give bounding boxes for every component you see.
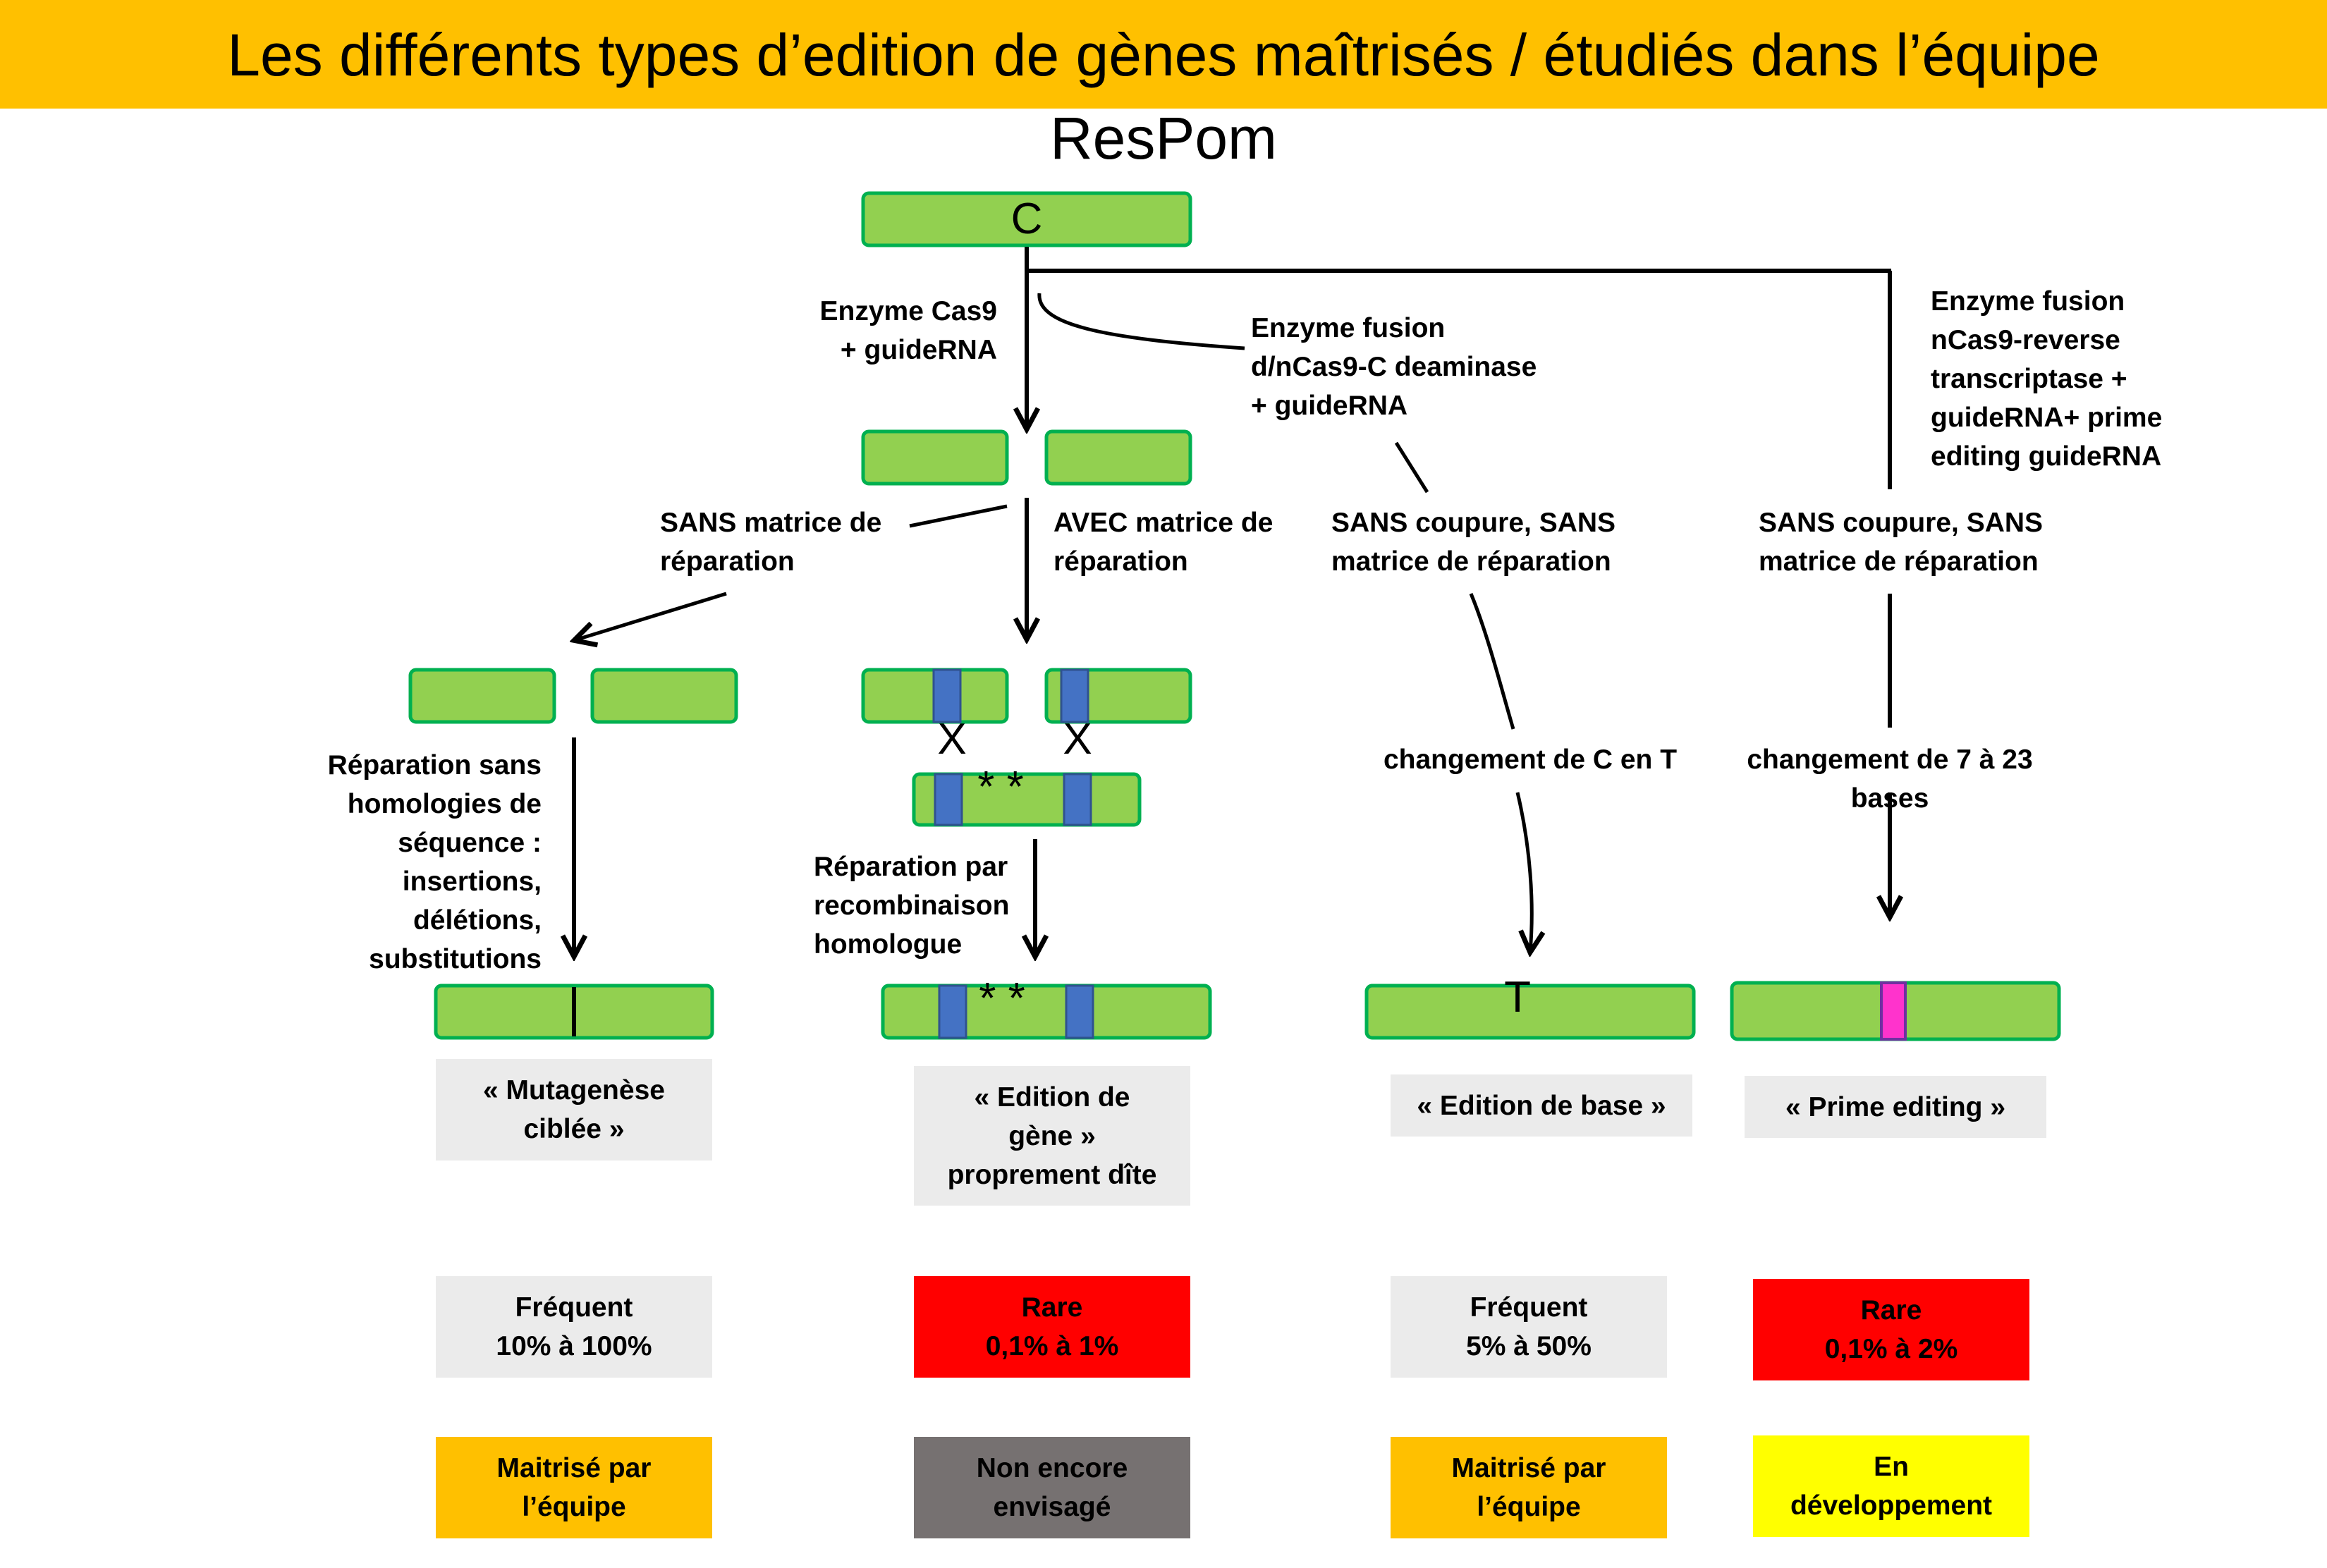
homology-block (934, 773, 963, 826)
page-title-team: ResPom (1049, 105, 1278, 171)
dna-cut-left (861, 429, 1009, 486)
edit-stars: * * (979, 974, 1025, 1023)
label-avec-matrice: AVEC matrice de réparation (1053, 508, 1274, 577)
label-prime-enzyme: Enzyme fusion nCas9-reverse transcriptas… (1931, 286, 2163, 472)
curve-deaminase (1037, 293, 1245, 350)
method-name-base-editing: « Edition de base » (1391, 1074, 1692, 1137)
label-sans-matrice: SANS matrice de réparation (660, 508, 882, 577)
frequency-badge-gene-editing: Rare 0,1% à 1% (914, 1276, 1190, 1378)
label-nhej: Réparation sans homologies de séquence :… (327, 750, 542, 974)
frequency-badge-prime-editing: Rare 0,1% à 2% (1753, 1279, 2029, 1380)
dna-initial (861, 191, 1192, 247)
dna-col3-result (1364, 984, 1696, 1040)
base-letter-t: T (1504, 973, 1531, 1022)
status-badge-base-editing: Maitrisé par l’équipe (1391, 1437, 1667, 1538)
title-bar (0, 0, 2327, 109)
label-deaminase: Enzyme fusion d/nCas9-C deaminase + guid… (1251, 313, 1537, 421)
dna-col1-right (590, 668, 738, 724)
page-title: Les différents types d’edition de gènes … (227, 22, 2100, 88)
arrow-base-editing (1515, 792, 1532, 952)
homology-block (1060, 668, 1089, 723)
status-badge-mutagenesis: Maitrisé par l’équipe (436, 1437, 712, 1538)
label-hr: Réparation par recombinaison homologue (814, 852, 1010, 960)
crossover-mark: X (1063, 715, 1092, 764)
label-base-change: changement de C en T (1383, 745, 1678, 775)
homology-block (1063, 773, 1092, 826)
label-sans-coupure-base: SANS coupure, SANS matrice de réparation (1331, 508, 1616, 577)
dna-cut-right (1044, 429, 1192, 486)
base-letter-c: C (1010, 195, 1043, 243)
line-deaminase-down (1394, 441, 1429, 494)
label-cas9: Enzyme Cas9 + guideRNA (819, 296, 997, 365)
homology-block (1065, 984, 1094, 1039)
homology-block (938, 984, 967, 1039)
edit-stars: * * (977, 763, 1024, 811)
method-name-prime-editing: « Prime editing » (1745, 1076, 2046, 1138)
dna-col1-left (408, 668, 556, 724)
prime-insert-block (1880, 981, 1907, 1041)
frequency-badge-mutagenesis: Fréquent 10% à 100% (436, 1276, 712, 1378)
line-sans-matrice (909, 504, 1008, 528)
method-name-gene-editing: « Edition de gène » proprement dîte (914, 1066, 1190, 1206)
crossover-mark: X (937, 715, 967, 764)
dna-col2-result (881, 984, 1212, 1040)
status-badge-gene-editing: Non encore envisagé (914, 1437, 1190, 1538)
frequency-badge-base-editing: Fréquent 5% à 50% (1391, 1276, 1667, 1378)
label-sans-coupure-prime: SANS coupure, SANS matrice de réparation (1759, 508, 2044, 577)
curve-base-editing-upper (1469, 593, 1515, 730)
arrow-sans-matrice (575, 592, 727, 640)
status-badge-prime-editing: En développement (1753, 1435, 2029, 1537)
method-name-mutagenesis: « Mutagenèse ciblée » (436, 1059, 712, 1160)
label-prime-change: changement de 7 à 23 bases (1747, 745, 2033, 814)
homology-block (932, 668, 962, 723)
